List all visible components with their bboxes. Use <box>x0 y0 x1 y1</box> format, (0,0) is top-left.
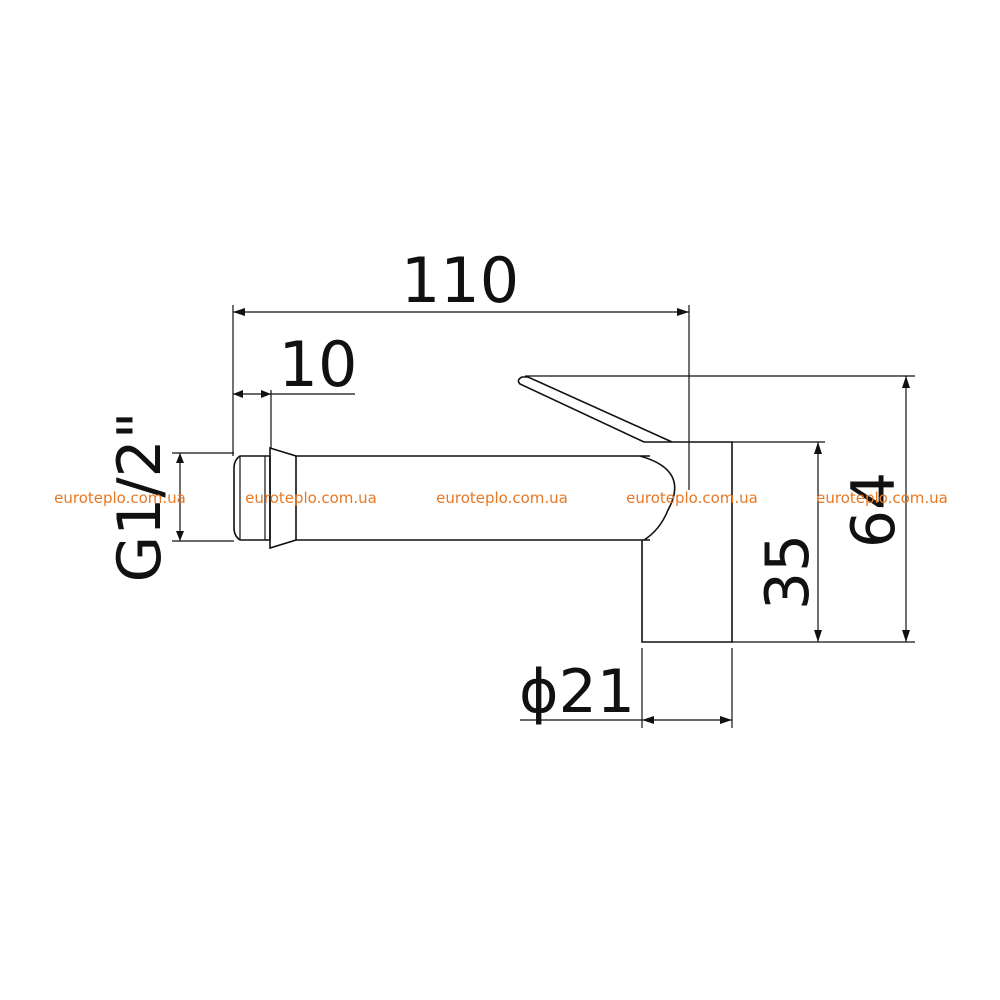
arrow <box>233 390 243 398</box>
watermark-text: euroteplo.com.ua <box>626 489 758 507</box>
dimension-label-110: 110 <box>401 244 519 317</box>
dimension-lines <box>172 305 915 728</box>
part-outline <box>233 376 733 643</box>
dimension-label-35: 35 <box>753 534 823 610</box>
watermark-row: euroteplo.com.ua euroteplo.com.ua eurote… <box>54 489 948 507</box>
dimension-label-thread: G1/2" <box>105 412 175 583</box>
arrow <box>902 630 910 642</box>
arrow <box>176 453 184 463</box>
watermark-text: euroteplo.com.ua <box>436 489 568 507</box>
arrow <box>720 716 732 724</box>
arrow <box>176 531 184 541</box>
arrow <box>677 308 689 316</box>
lever-handle <box>517 376 673 443</box>
spout-body <box>641 441 733 643</box>
dimension-label-diameter: ϕ21 <box>519 657 635 727</box>
arrow <box>902 376 910 388</box>
watermark-text: euroteplo.com.ua <box>816 489 948 507</box>
dimension-label-10: 10 <box>279 328 358 401</box>
arrow <box>261 390 271 398</box>
dimension-label-64: 64 <box>839 472 909 548</box>
watermark-text: euroteplo.com.ua <box>54 489 186 507</box>
arrow <box>642 716 654 724</box>
arrow <box>814 442 822 454</box>
watermark-text: euroteplo.com.ua <box>245 489 377 507</box>
arrow <box>233 308 245 316</box>
dimension-labels: 110 10 G1/2" 35 64 ϕ21 <box>105 244 909 727</box>
pipe-end-curve <box>639 455 676 541</box>
arrow <box>814 630 822 642</box>
